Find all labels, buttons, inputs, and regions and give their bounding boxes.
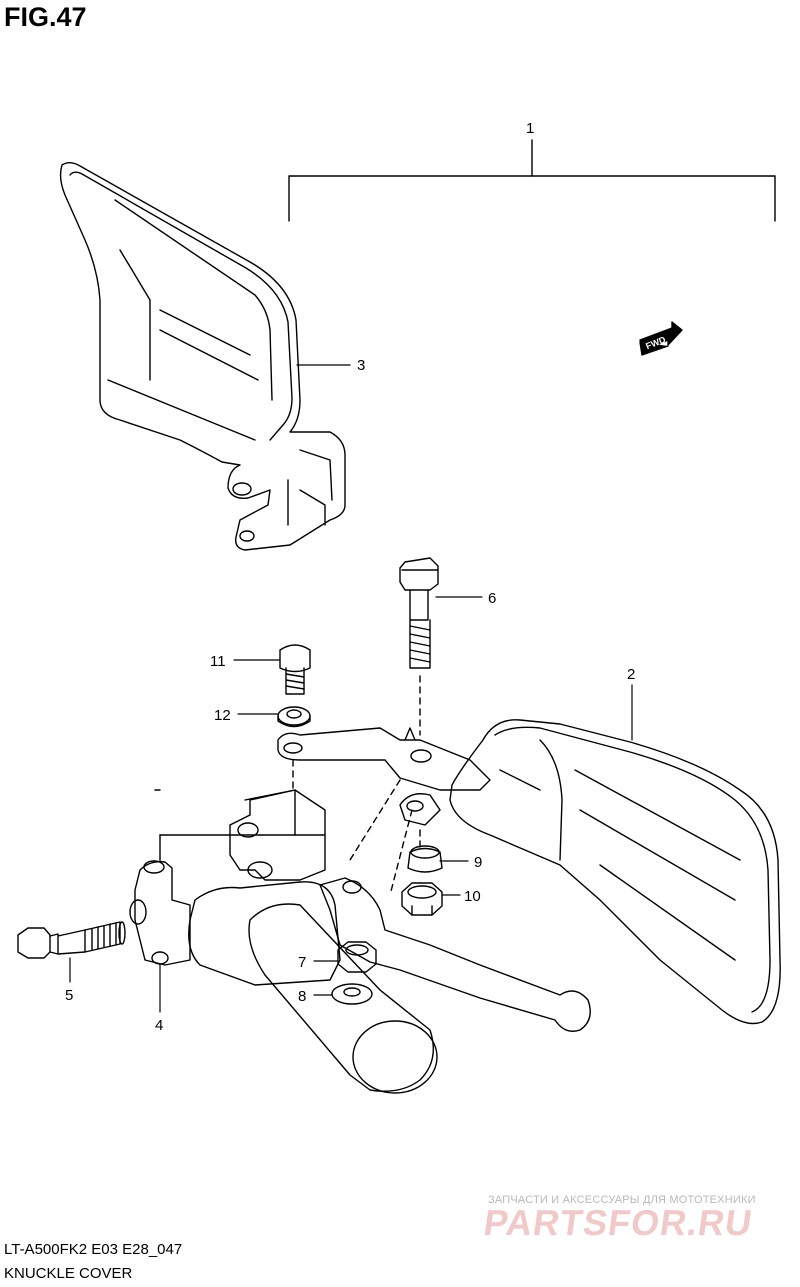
- figure-name: KNUCKLE COVER: [4, 1265, 133, 1282]
- callout-5: 5: [65, 987, 73, 1004]
- part-4-lever-holder: [129, 789, 326, 966]
- part-2-mount-plate: [277, 727, 491, 826]
- callout-9: 9: [474, 854, 482, 871]
- figure-title: FIG.47: [4, 2, 87, 32]
- part-9-collar: [407, 845, 443, 873]
- handlebar-grip: [188, 881, 438, 1094]
- part-3-left-knuckle-cover: [59, 162, 346, 551]
- part-12-washer: [277, 706, 311, 728]
- callout-11: 11: [210, 653, 226, 670]
- callout-1: 1: [526, 120, 534, 137]
- watermark-brand: PARTSFOR.RU: [481, 1202, 756, 1243]
- brake-lever: [319, 877, 591, 1032]
- part-2-right-knuckle-cover: [449, 719, 781, 1025]
- callout-12: 12: [214, 707, 231, 724]
- fwd-arrow-icon: [639, 321, 683, 356]
- callout-6: 6: [488, 590, 496, 607]
- part-11-bolt: [279, 644, 311, 695]
- figure-code: LT-A500FK2 E03 E28_047: [4, 1241, 183, 1258]
- watermark-tagline: ЗАПЧАСТИ И АКСЕССУАРЫ ДЛЯ МОТОТЕХНИКИ: [488, 1194, 756, 1206]
- callout-2: 2: [627, 666, 635, 683]
- callout-4: 4: [155, 1017, 163, 1034]
- part-6-bolt: [399, 557, 439, 736]
- callout-10: 10: [464, 888, 481, 905]
- assembly-guides: [292, 759, 421, 896]
- part-8-washer: [331, 983, 373, 1005]
- leader-lines: [69, 364, 633, 1013]
- part-5-bolt: [17, 921, 126, 959]
- assembly-bracket: [288, 139, 776, 222]
- callout-7: 7: [298, 954, 306, 971]
- part-10-nut: [401, 882, 443, 916]
- part-7-nut: [337, 941, 377, 973]
- callout-3: 3: [357, 357, 365, 374]
- callout-8: 8: [298, 988, 306, 1005]
